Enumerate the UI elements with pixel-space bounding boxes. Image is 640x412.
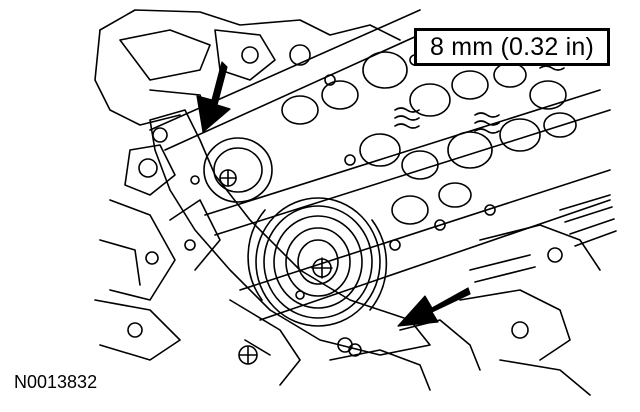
valve-springs [394, 57, 565, 134]
alignment-plate [149, 109, 431, 356]
measurement-callout: 8 mm (0.32 in) [414, 28, 610, 66]
head-rails [149, 9, 611, 321]
lower-assembly [229, 224, 601, 396]
camshaft-sprocket-lower [247, 197, 388, 327]
upper-arrow [196, 61, 231, 133]
left-bracket [94, 144, 221, 361]
measurement-text: 8 mm (0.32 in) [430, 32, 594, 61]
camshaft-lobes [281, 51, 577, 251]
figure-id: N0013832 [14, 372, 98, 392]
camshaft-sprocket-upper [203, 137, 273, 203]
lower-arrow [397, 287, 471, 327]
cylinder-head-outline [94, 9, 401, 126]
right-ribbing [469, 194, 617, 283]
